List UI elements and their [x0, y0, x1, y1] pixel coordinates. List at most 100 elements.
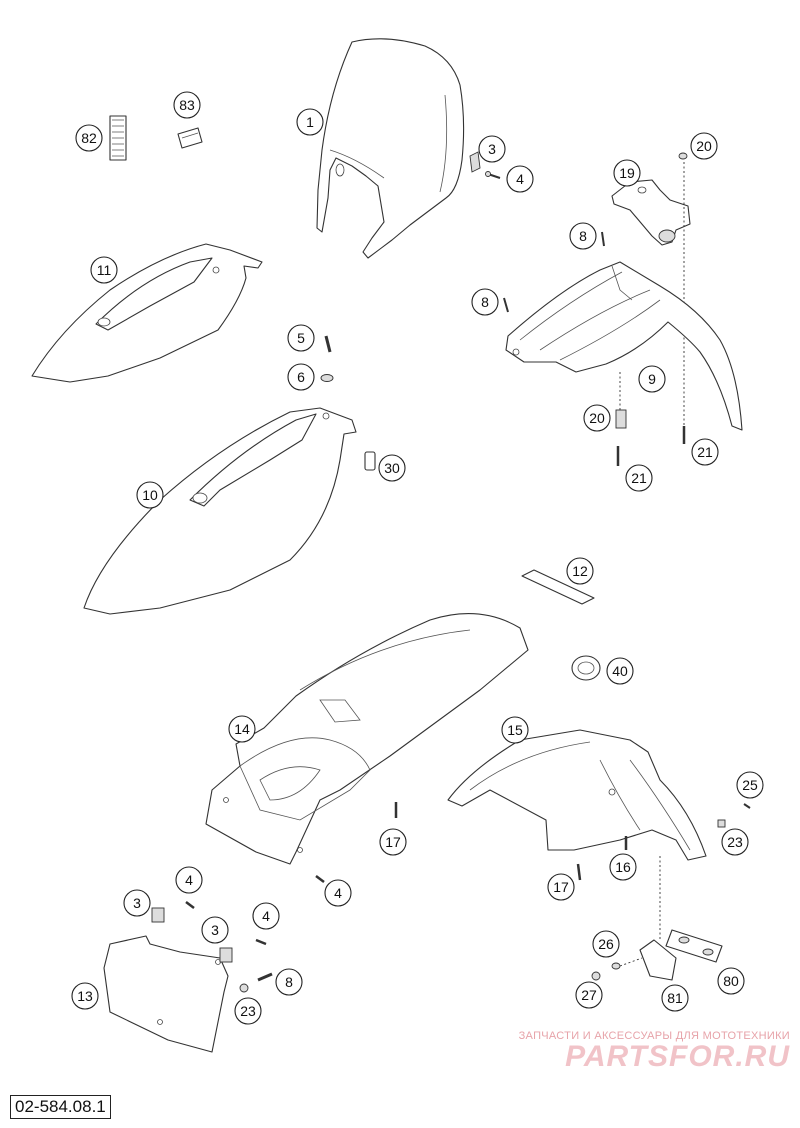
- screw-top-part: [485, 171, 501, 179]
- callout-1: 1: [296, 108, 324, 136]
- svg-text:25: 25: [742, 777, 758, 793]
- callout-4-top: 4: [506, 165, 534, 193]
- nut-23b-part: [239, 983, 249, 993]
- svg-text:6: 6: [297, 369, 305, 385]
- svg-text:14: 14: [234, 721, 250, 737]
- svg-text:20: 20: [696, 138, 712, 154]
- svg-text:26: 26: [598, 936, 614, 952]
- svg-text:1: 1: [306, 114, 314, 130]
- callout-30: 30: [378, 454, 406, 482]
- spacer-30-part: [364, 451, 376, 471]
- screw-25-part: [743, 803, 751, 809]
- spacer-bottom-part: [615, 372, 627, 429]
- svg-text:11: 11: [97, 262, 112, 278]
- svg-text:4: 4: [334, 885, 342, 901]
- svg-text:27: 27: [581, 987, 597, 1003]
- callout-16: 16: [609, 853, 637, 881]
- nut-23-part: [717, 819, 726, 828]
- plate-holder-part: [103, 935, 229, 1053]
- svg-text:17: 17: [385, 834, 401, 850]
- bracket-81-part: [639, 939, 677, 981]
- reflector-80-part: [665, 929, 723, 963]
- svg-text:82: 82: [81, 130, 97, 146]
- headlight-bracket-part: [611, 179, 691, 246]
- svg-text:81: 81: [667, 990, 683, 1006]
- washer-top-part: [678, 152, 688, 430]
- diagram-code-label: 02-584.08.1: [10, 1095, 111, 1119]
- callout-10: 10: [136, 481, 164, 509]
- screw-8a-part: [601, 231, 605, 247]
- callout-25: 25: [736, 771, 764, 799]
- svg-text:83: 83: [179, 97, 195, 113]
- svg-text:13: 13: [77, 988, 93, 1004]
- svg-text:8: 8: [481, 294, 489, 310]
- foam-strip-part: [521, 569, 595, 605]
- callout-40: 40: [606, 657, 634, 685]
- callout-6: 6: [287, 363, 315, 391]
- svg-text:4: 4: [516, 171, 524, 187]
- callout-3-plate-a: 3: [123, 889, 151, 917]
- callout-8-b: 8: [471, 288, 499, 316]
- svg-text:21: 21: [697, 444, 713, 460]
- washer-6-part: [320, 374, 334, 382]
- svg-text:4: 4: [185, 872, 193, 888]
- callout-21-bottom: 21: [625, 464, 653, 492]
- svg-text:40: 40: [612, 663, 628, 679]
- side-panel-small-part: [31, 243, 263, 383]
- svg-text:8: 8: [285, 974, 293, 990]
- svg-text:21: 21: [631, 470, 647, 486]
- bolt-5-part: [324, 335, 332, 353]
- nut-27-part: [591, 971, 601, 981]
- pad-part: [177, 127, 203, 149]
- svg-text:23: 23: [240, 1003, 256, 1019]
- screw-17b-part: [576, 863, 582, 881]
- screw-4a-part: [185, 901, 195, 909]
- screw-8b-part: [503, 297, 509, 313]
- watermark-tagline: ЗАПЧАСТИ И АКСЕССУАРЫ ДЛЯ МОТОТЕХНИКИ: [518, 1030, 790, 1042]
- callout-82: 82: [75, 124, 103, 152]
- callout-15: 15: [501, 716, 529, 744]
- screw-8c-part: [257, 972, 273, 982]
- callout-8-a: 8: [569, 222, 597, 250]
- rear-fender-lower-part: [447, 729, 707, 861]
- svg-text:17: 17: [553, 879, 569, 895]
- callout-5: 5: [287, 324, 315, 352]
- clip-3b-part: [219, 947, 233, 963]
- svg-text:3: 3: [133, 895, 141, 911]
- callout-83: 83: [173, 91, 201, 119]
- callout-80: 80: [717, 967, 745, 995]
- svg-text:10: 10: [142, 487, 158, 503]
- svg-text:3: 3: [211, 922, 219, 938]
- clip-nut-top-part: [469, 151, 481, 173]
- grommet-part: [571, 655, 601, 681]
- screw-4-rear-part: [315, 875, 325, 883]
- callout-27: 27: [575, 981, 603, 1009]
- svg-text:9: 9: [648, 371, 656, 387]
- callout-4-plate-b: 4: [252, 902, 280, 930]
- callout-17-right: 17: [547, 873, 575, 901]
- svg-text:3: 3: [488, 141, 496, 157]
- svg-text:16: 16: [615, 859, 631, 875]
- callout-20-bottom: 20: [583, 404, 611, 432]
- callout-3-plate-b: 3: [201, 916, 229, 944]
- svg-text:20: 20: [589, 410, 605, 426]
- front-fender-part: [505, 261, 743, 431]
- side-panel-large-part: [83, 407, 357, 615]
- decal-strip-part: [109, 115, 127, 161]
- watermark-logo: PARTSFOR.RU: [565, 1040, 790, 1073]
- washer-26-part: [611, 957, 643, 970]
- headlight-mask-part: [316, 38, 465, 259]
- svg-text:12: 12: [572, 563, 588, 579]
- svg-text:19: 19: [619, 165, 635, 181]
- callout-21-right: 21: [691, 438, 719, 466]
- callout-8-plate: 8: [275, 968, 303, 996]
- svg-text:15: 15: [507, 722, 523, 738]
- rear-fender-part: [205, 613, 529, 865]
- callout-23-plate: 23: [234, 997, 262, 1025]
- callout-81: 81: [661, 984, 689, 1012]
- callout-4-rear: 4: [324, 879, 352, 907]
- svg-text:4: 4: [262, 908, 270, 924]
- callout-3-top: 3: [478, 135, 506, 163]
- callout-9: 9: [638, 365, 666, 393]
- callout-17-middle: 17: [379, 828, 407, 856]
